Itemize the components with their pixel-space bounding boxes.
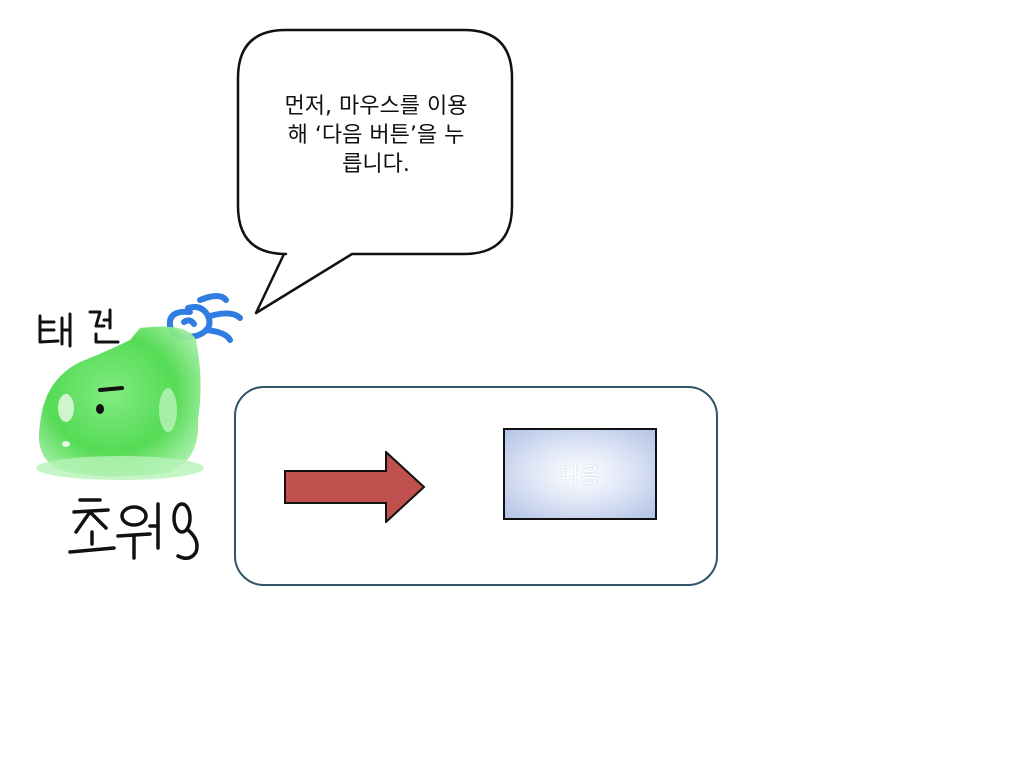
mascot-illustration xyxy=(36,293,243,560)
mascot-name-top xyxy=(38,308,120,348)
swirl-icon xyxy=(166,293,243,343)
speech-bubble-text: 먼저, 마우스를 이용 해 ‘다음 버튼’을 누 릅니다. xyxy=(284,94,468,177)
next-button-label: 다음 xyxy=(560,463,600,487)
next-button[interactable]: 다음 xyxy=(503,428,657,520)
mascot-name-bottom xyxy=(68,498,199,560)
right-arrow-icon xyxy=(284,451,426,523)
